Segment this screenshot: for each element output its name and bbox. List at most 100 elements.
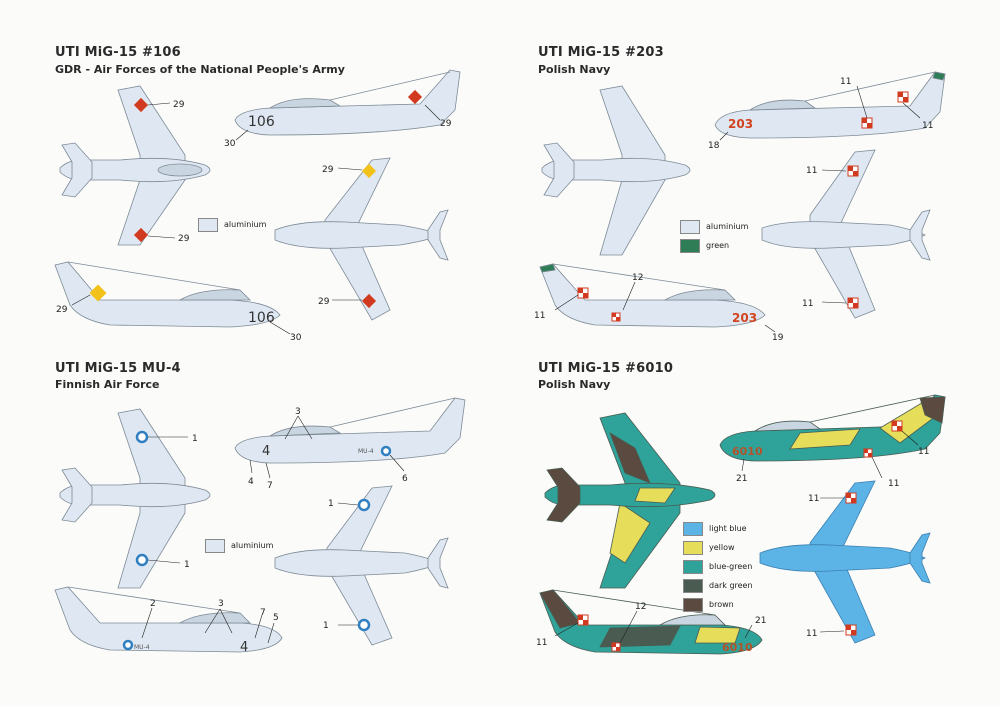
callout-number: 11 <box>840 77 851 87</box>
color-legend: aluminium <box>198 215 266 234</box>
registration-number: 203 <box>728 117 753 131</box>
aircraft-drawings: 6010 6010 11 11 21 11 11 12 11 21 <box>536 394 946 655</box>
side-view-aircraft-left <box>539 263 766 328</box>
callout-number: 1 <box>328 499 334 509</box>
section-finnish-mu4: UTI MiG-15 MU-4 Finnish Air Force <box>0 353 500 706</box>
side-view-aircraft-left <box>54 586 283 653</box>
color-swatch <box>680 238 700 253</box>
bottom-view-aircraft <box>759 480 931 644</box>
callout-lines <box>71 102 441 335</box>
callout-number: 12 <box>632 273 643 283</box>
callout-number: 29 <box>173 100 185 110</box>
callout-number: 11 <box>536 638 547 648</box>
registration-number: 203 <box>732 311 757 325</box>
color-legend: light blue yellow blue-green dark green … <box>683 519 753 614</box>
section-title: UTI MiG-15 #203 <box>538 45 664 60</box>
registration-number: 106 <box>248 114 275 130</box>
callout-number: 21 <box>755 616 766 626</box>
color-legend: aluminium <box>205 536 273 555</box>
section-subtitle: Finnish Air Force <box>55 378 160 391</box>
section-subtitle: Polish Navy <box>538 63 611 76</box>
top-view-aircraft <box>59 85 211 246</box>
small-registration: MU-4 <box>134 644 150 651</box>
side-view-aircraft-camouflage <box>719 394 946 462</box>
callout-number: 2 <box>150 599 156 609</box>
registration-number: 106 <box>248 310 275 326</box>
section-polish-203: UTI MiG-15 #203 Polish Navy <box>500 0 1000 353</box>
section-gdr-106: UTI MiG-15 #106 GDR - Air Forces of the … <box>0 0 500 353</box>
color-legend: aluminium green <box>680 217 748 255</box>
color-swatch <box>683 597 703 612</box>
aircraft-drawings: 4 4 MU-4 MU-4 1 1 3 4 7 6 1 1 2 3 7 <box>54 397 466 655</box>
side-view-aircraft-left-camouflage <box>539 589 763 655</box>
callout-number: 21 <box>736 474 747 484</box>
callout-number: 11 <box>808 494 819 504</box>
callout-number: 1 <box>323 621 329 631</box>
bottom-view-aircraft <box>274 157 449 321</box>
callout-number: 6 <box>402 474 408 484</box>
color-swatch <box>198 217 218 232</box>
bottom-view-aircraft <box>274 485 449 646</box>
legend-item: aluminium <box>205 536 273 555</box>
callout-number: 7 <box>260 608 266 618</box>
legend-item: aluminium <box>680 217 748 236</box>
legend-item: aluminium <box>198 215 266 234</box>
callout-lines <box>554 430 919 644</box>
callout-number: 11 <box>802 299 813 309</box>
callout-number: 11 <box>918 447 929 457</box>
section-title: UTI MiG-15 MU-4 <box>55 361 181 376</box>
color-swatch <box>683 578 703 593</box>
section-title: UTI MiG-15 #106 <box>55 45 181 60</box>
callout-number: 29 <box>318 297 330 307</box>
callout-number: 1 <box>184 560 190 570</box>
bottom-view-aircraft <box>761 149 931 319</box>
registration-number: 6010 <box>722 641 753 654</box>
section-subtitle: Polish Navy <box>538 378 611 391</box>
color-swatch <box>205 538 225 553</box>
color-swatch <box>683 540 703 555</box>
callout-number: 11 <box>806 629 817 639</box>
callout-number: 1 <box>192 434 198 444</box>
callout-lines <box>554 85 921 333</box>
callout-number: 3 <box>295 407 301 417</box>
callout-number: 29 <box>56 305 68 315</box>
section-polish-6010: UTI MiG-15 #6010 Polish Navy <box>500 353 1000 706</box>
side-view-aircraft-left <box>54 261 281 328</box>
legend-item: brown <box>683 595 753 614</box>
legend-item: dark green <box>683 576 753 595</box>
registration-number: 4 <box>262 444 270 459</box>
callout-number: 4 <box>248 477 254 487</box>
legend-item: green <box>680 236 748 255</box>
top-view-aircraft <box>541 85 691 256</box>
side-view-aircraft <box>234 69 461 136</box>
callout-number: 30 <box>224 139 236 149</box>
small-registration: MU-4 <box>358 448 374 455</box>
legend-item: blue-green <box>683 557 753 576</box>
callout-number: 11 <box>806 166 817 176</box>
legend-item: yellow <box>683 538 753 557</box>
callout-number: 29 <box>440 119 452 129</box>
insignia-icons <box>89 89 423 309</box>
side-view-aircraft <box>234 397 466 464</box>
aircraft-drawings: 106 106 29 29 29 30 29 29 29 30 <box>54 69 461 343</box>
section-title: UTI MiG-15 #6010 <box>538 361 674 376</box>
callout-lines <box>141 415 405 644</box>
color-swatch <box>680 219 700 234</box>
callout-number: 19 <box>772 333 784 343</box>
aircraft-drawings: 203 203 11 11 18 11 11 12 11 19 <box>534 71 946 343</box>
side-view-aircraft <box>714 71 946 139</box>
legend-item: light blue <box>683 519 753 538</box>
callout-number: 11 <box>534 311 545 321</box>
callout-number: 29 <box>178 234 190 244</box>
callout-number: 29 <box>322 165 334 175</box>
callout-number: 11 <box>922 121 933 131</box>
checkerboard-insignia-icons <box>577 420 903 652</box>
top-view-aircraft-camouflage <box>544 412 716 589</box>
callout-number: 7 <box>267 481 273 491</box>
callout-number: 11 <box>888 479 899 489</box>
color-swatch <box>683 559 703 574</box>
callout-number: 12 <box>635 602 646 612</box>
color-swatch <box>683 521 703 536</box>
registration-number: 6010 <box>732 445 763 458</box>
callout-number: 18 <box>708 141 720 151</box>
